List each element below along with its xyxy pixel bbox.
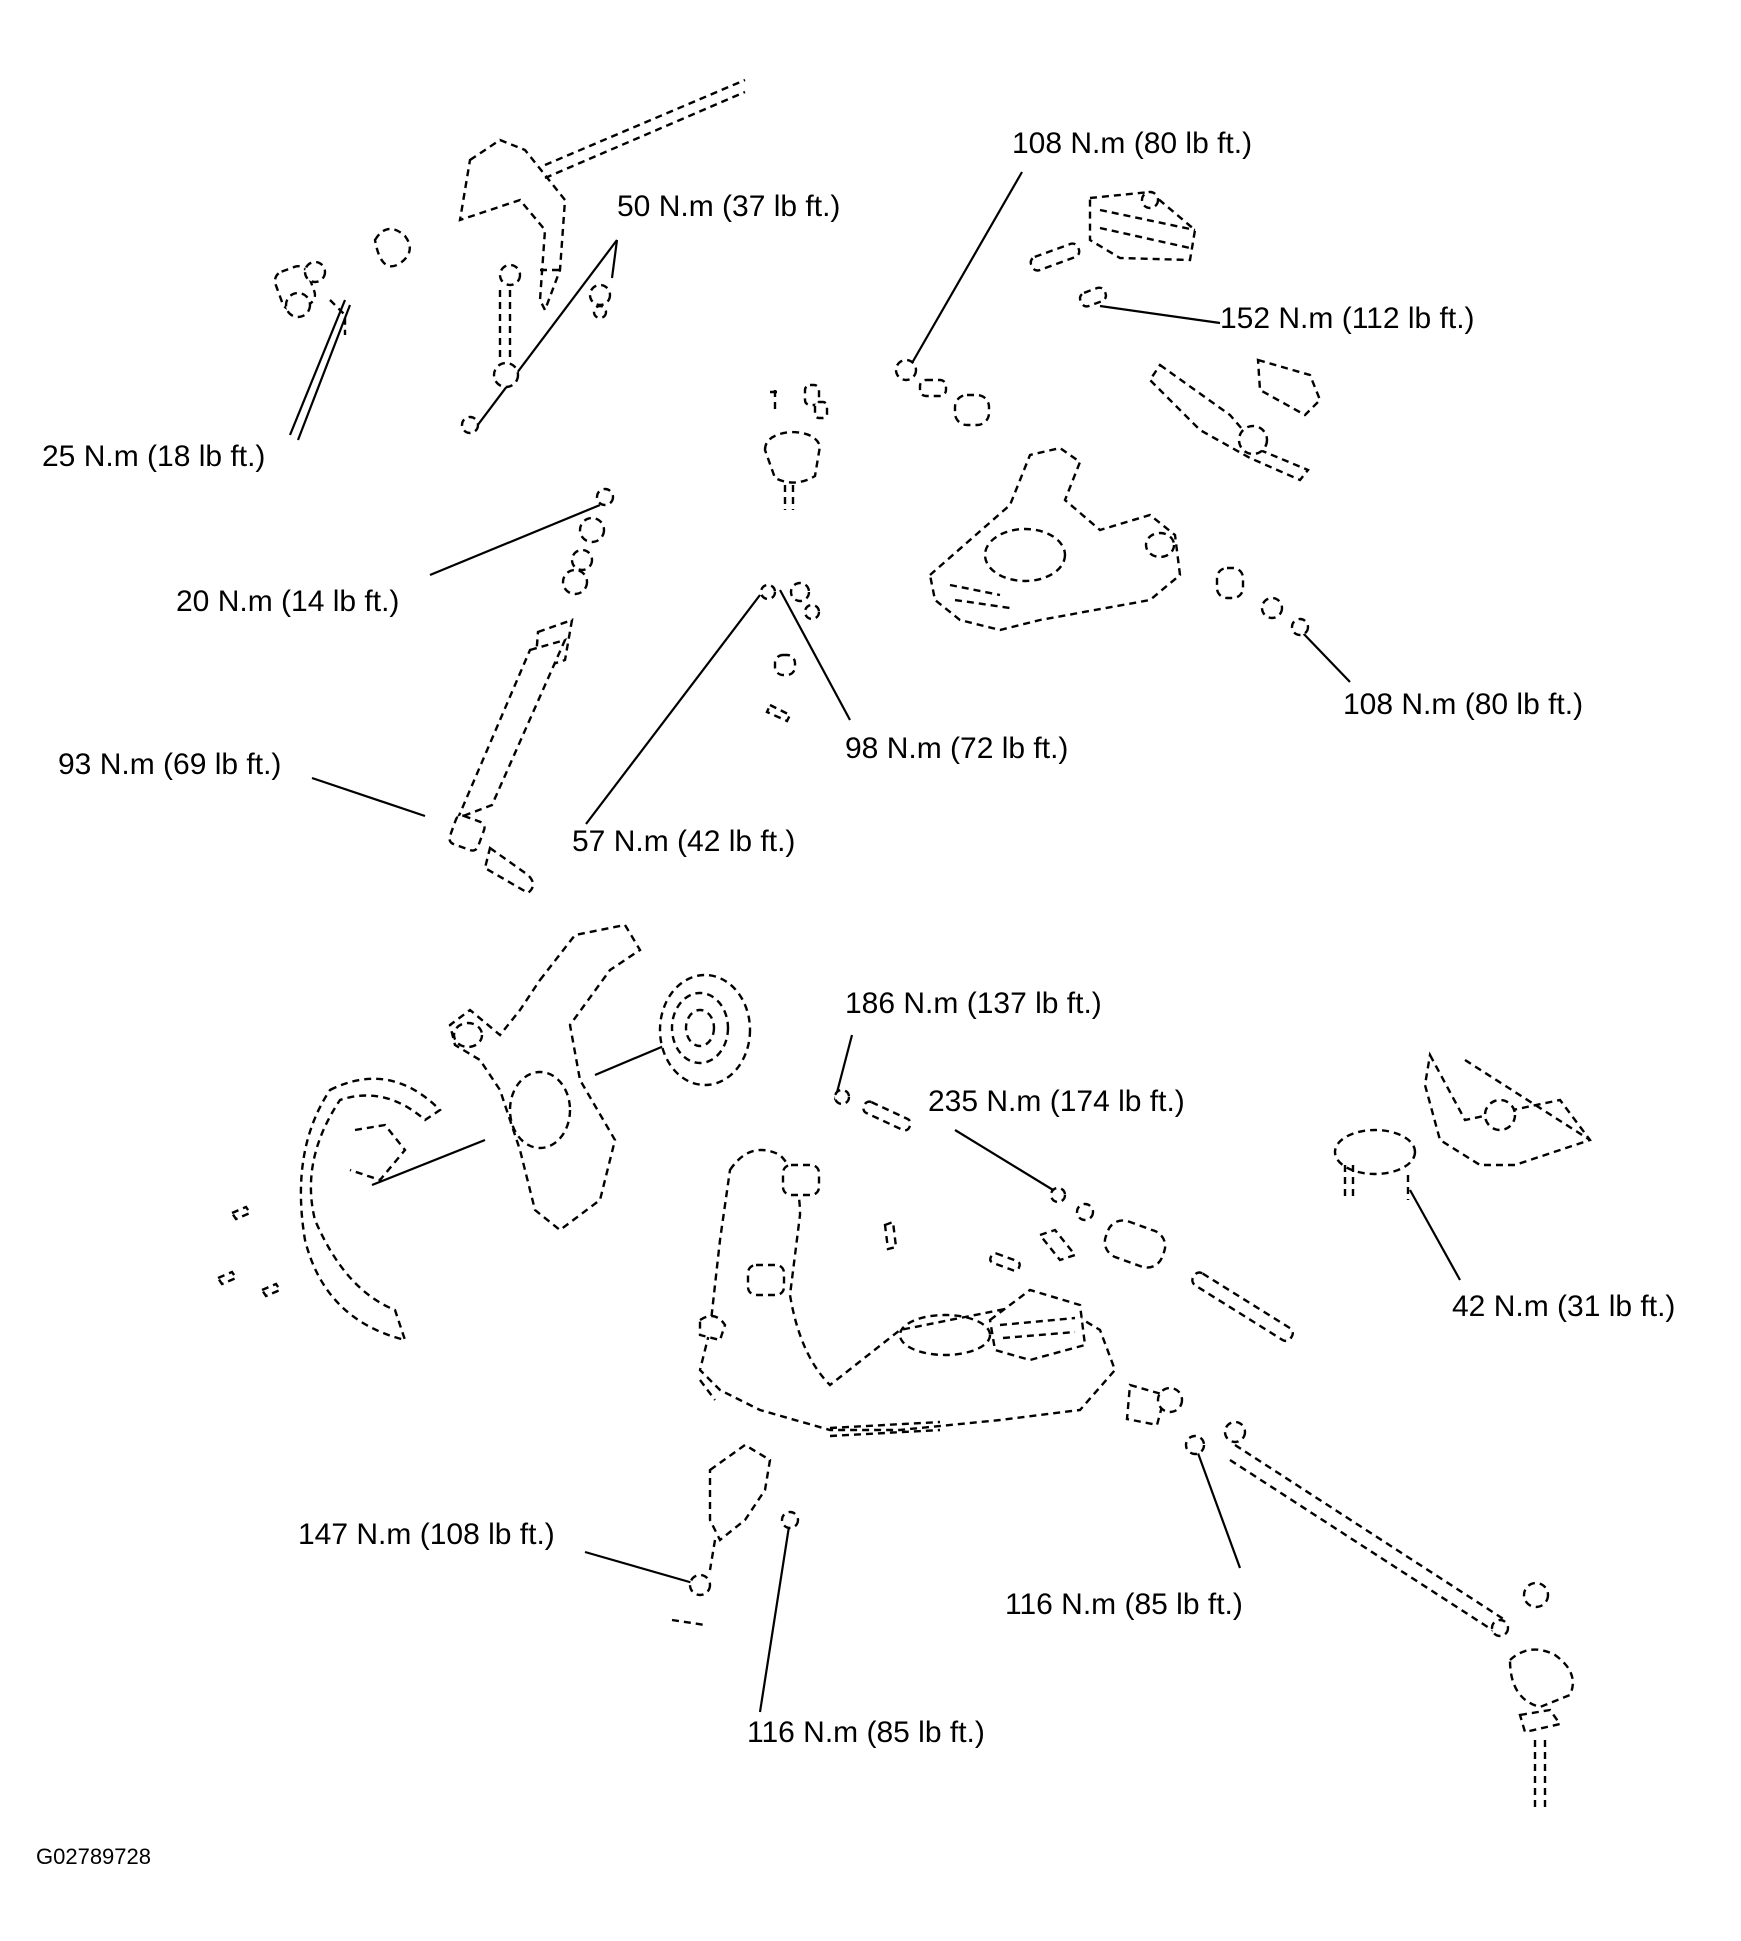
stabilizer-bar: [273, 78, 746, 435]
torsion-bar: [1229, 1443, 1575, 1810]
torque-label-shock-upper-nut: 20 N.m (14 lb ft.): [176, 585, 400, 618]
leader-lines: [288, 171, 1461, 1713]
torque-label-lower-arm-front-bolt: 186 N.m (137 lb ft.): [845, 987, 1102, 1020]
torsion-bar-anchor: [1333, 1051, 1592, 1200]
torque-label-lower-arm-rear-bolt: 235 N.m (174 lb ft.): [928, 1085, 1185, 1118]
upper-ball-joint: [759, 383, 829, 723]
torque-label-torsion-bar-bolt: 116 N.m (85 lb ft.): [1005, 1588, 1243, 1621]
torque-label-upper-arm-bolt-rear: 108 N.m (80 lb ft.): [1343, 688, 1584, 721]
torque-label-upper-arm-pivot: 152 N.m (112 lb ft.): [1220, 302, 1475, 335]
torque-label-lower-ball-joint-nut: 147 N.m (108 lb ft.): [298, 1518, 555, 1551]
torque-label-lower-ball-joint-bolt: 116 N.m (85 lb ft.): [747, 1716, 985, 1749]
upper-arm-pivot-parts: [894, 190, 1322, 482]
torque-label-ball-joint-bolt: 98 N.m (72 lb ft.): [845, 732, 1069, 765]
lower-ball-joint: [671, 1443, 800, 1627]
torque-label-shock-lower-bolt: 93 N.m (69 lb ft.): [58, 748, 282, 781]
lower-control-arm: [698, 1088, 1294, 1456]
shock-absorber: [448, 487, 615, 895]
steering-knuckle: [448, 923, 642, 1232]
torque-label-ball-joint-nut: 57 N.m (42 lb ft.): [572, 825, 796, 858]
torque-label-upper-arm-bolt-top: 108 N.m (80 lb ft.): [1012, 127, 1253, 160]
torque-label-torsion-anchor: 42 N.m (31 lb ft.): [1452, 1290, 1676, 1323]
dust-shield: [216, 1077, 442, 1342]
upper-control-arm: [928, 446, 1310, 637]
torque-label-stabilizer-link: 50 N.m (37 lb ft.): [617, 190, 841, 223]
torque-label-stabilizer-bracket: 25 N.m (18 lb ft.): [42, 440, 266, 473]
figure-code: G02789728: [36, 1844, 151, 1869]
hub-bearing: [658, 973, 752, 1087]
